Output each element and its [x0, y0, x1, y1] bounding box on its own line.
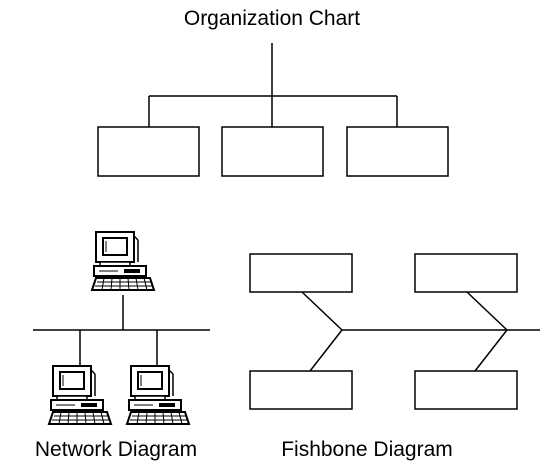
network-diagram: Network Diagram — [33, 231, 210, 461]
org-box-right — [346, 126, 449, 177]
fishbone-box-bottom-left — [249, 370, 353, 410]
network-lines — [33, 295, 210, 366]
fishbone-diagram-label: Fishbone Diagram — [281, 438, 453, 461]
org-connectors — [148, 43, 398, 127]
organization-chart-title: Organization Chart — [184, 7, 360, 30]
computer-icon — [48, 365, 112, 425]
computer-icon — [91, 231, 155, 291]
fishbone-spine — [301, 291, 540, 372]
network-diagram-label: Network Diagram — [35, 438, 197, 461]
fishbone-box-top-right — [414, 253, 518, 293]
computer-icon — [126, 365, 190, 425]
fishbone-diagram: Fishbone Diagram — [249, 253, 540, 461]
org-box-center — [221, 126, 324, 177]
org-box-left — [97, 126, 200, 177]
fishbone-box-top-left — [249, 253, 353, 293]
fishbone-box-bottom-right — [414, 370, 518, 410]
organization-chart: Organization Chart — [97, 7, 449, 177]
